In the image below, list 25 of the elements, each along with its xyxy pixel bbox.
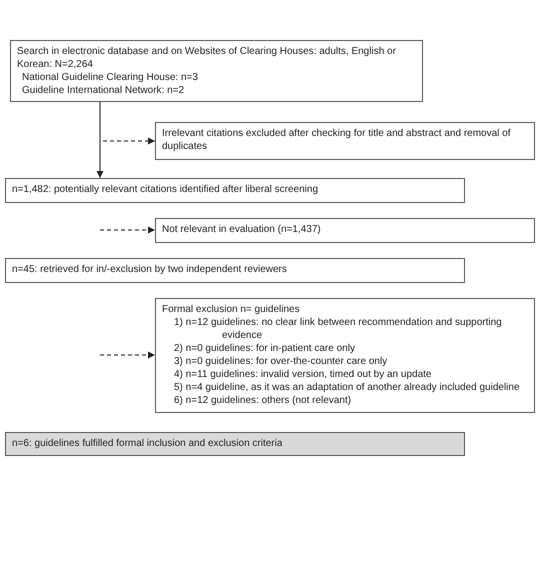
dashed-arrow (100, 102, 156, 144)
dashed-arrow (100, 226, 156, 234)
process-box (5, 178, 465, 203)
box-text: n=1,482: potentially relevant citations identified after liberal screening (12, 183, 320, 196)
list-item: Guideline International Network: n=2 (21, 84, 186, 97)
box-text: Formal exclusion n= guidelines (162, 303, 301, 316)
box-text: n=6: guidelines fulfilled formal inclusion and exclusion criteria (12, 437, 284, 450)
box-text: n=45: retrieved for in/-exclusion by two independent reviewers (12, 263, 288, 276)
box-text: Not relevant in evaluation (n=1,437) (162, 223, 322, 236)
process-box (10, 40, 423, 102)
exclusion-box (155, 218, 535, 243)
list-item: 6) n=12 guidelines: others (not relevant) (173, 394, 352, 407)
box-text: Search in electronic database and on Websites of Clearing Houses: adults, English or Korean: N=2,264 (17, 45, 397, 71)
exclusion-box (155, 122, 535, 160)
list-item: 5) n=4 guideline, as it was an adaptation of another already included guideline (173, 381, 521, 394)
list-item: 4) n=11 guidelines: invalid version, timed out by an update (173, 368, 432, 381)
list-item: 3) n=0 guidelines: for over-the-counter care only (173, 355, 388, 368)
exclusion-box (155, 298, 535, 413)
list-item: 2) n=0 guidelines: for in-patient care only (173, 342, 356, 355)
list-item: National Guideline Clearing House: n=3 (21, 71, 199, 84)
list-item: 1) n=12 guidelines: no clear link between recommendation and supporting evidence (173, 316, 503, 342)
dashed-arrow (100, 352, 156, 358)
result-box (5, 432, 465, 456)
box-text: Irrelevant citations excluded after checking for title and abstract and removal of duplicates (162, 127, 512, 153)
process-box (5, 258, 465, 283)
